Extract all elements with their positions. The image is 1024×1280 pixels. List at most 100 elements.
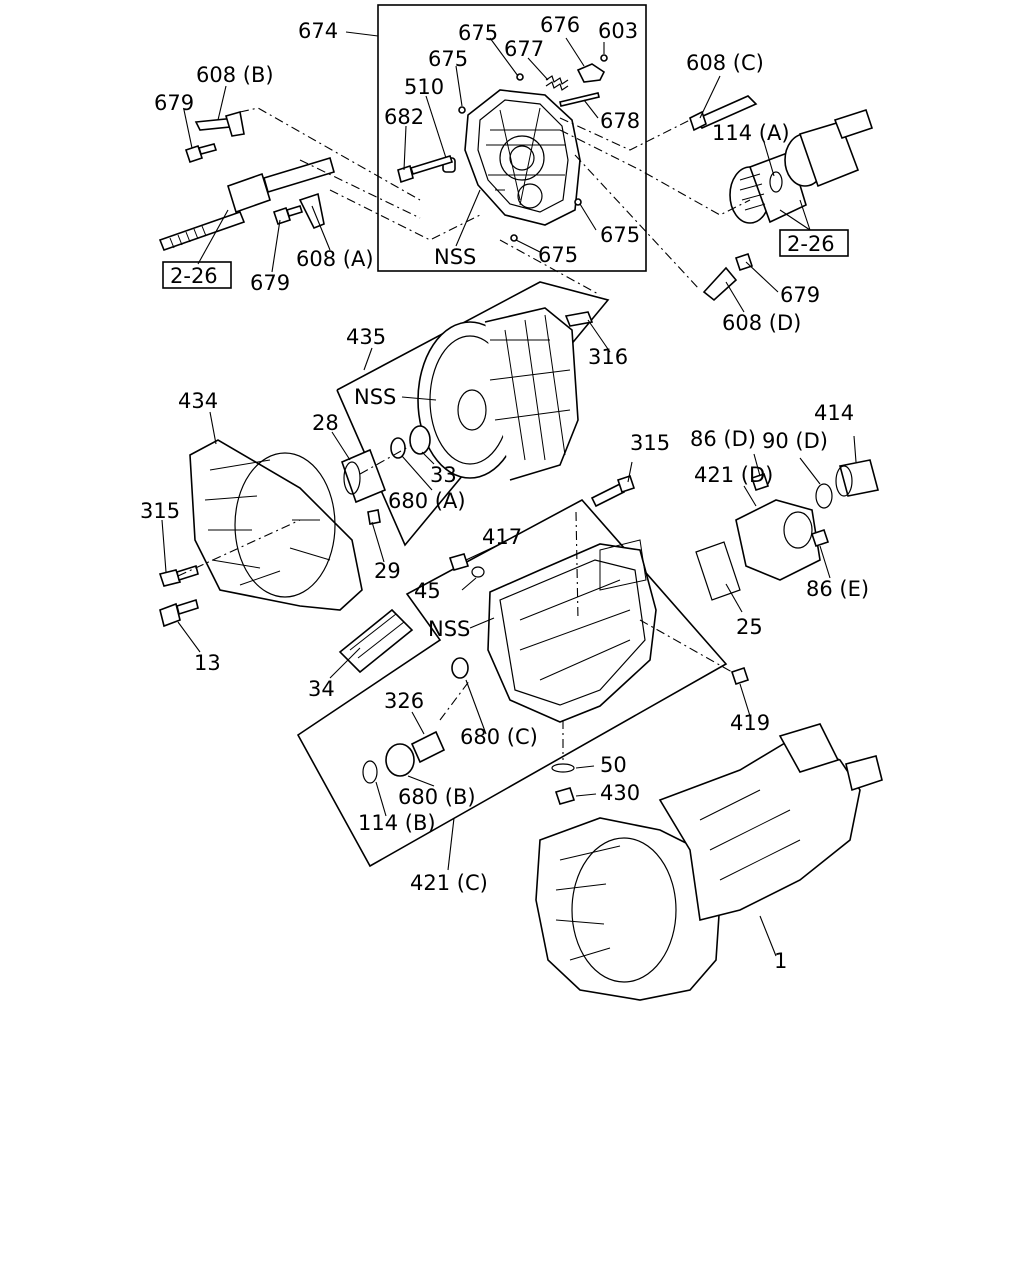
assembly-lines-lower [439,511,733,760]
label-13: 13 [194,651,221,675]
plug-417 [448,553,470,571]
label-414: 414 [814,401,854,425]
cover-34 [338,608,414,674]
label-86e: 86 (E) [806,577,869,601]
transmission-assembly-1 [535,723,883,1001]
label-315-b: 315 [630,431,670,455]
label-34: 34 [308,677,335,701]
label-316: 316 [588,345,628,369]
label-226-a: 2-26 [170,264,218,288]
rod-678 [559,92,600,107]
bearing-680a [390,437,406,459]
label-510: 510 [404,75,444,99]
assembly-lines-mid [177,445,411,577]
adapter-421d [735,499,821,581]
plunger-676 [576,63,606,83]
fork-608a [298,192,325,230]
rear-cover-plate [464,89,581,226]
label-29: 29 [374,559,401,583]
label-608b: 608 (B) [196,63,274,87]
label-326: 326 [384,689,424,713]
bolt-679-c [734,252,754,272]
label-675-b: 675 [428,47,468,71]
label-417: 417 [482,525,522,549]
label-680a: 680 (A) [388,489,466,513]
label-675-c: 675 [600,223,640,247]
ref-box-226-a [162,261,232,289]
bolt-13 [159,598,199,628]
label-435: 435 [346,325,386,349]
spring-677 [545,75,569,91]
bolt-419 [730,666,750,686]
label-677: 677 [504,37,544,61]
label-114a: 114 (A) [712,121,790,145]
intermediate-plate-435 [417,307,579,481]
snapring-114a [769,171,783,193]
label-679-c: 679 [780,283,820,307]
fork-608b [194,110,245,137]
bolt-86e [810,528,830,548]
label-682: 682 [384,105,424,129]
label-28: 28 [312,411,339,435]
plug-430 [554,787,576,805]
bearing-680b [385,743,415,777]
retainer-326 [410,730,446,764]
label-603: 603 [598,19,638,43]
bolt-682 [397,155,454,184]
label-226-b: 2-26 [787,232,835,256]
label-86d: 86 (D) [690,427,756,451]
bolt-679-b [272,205,304,226]
ref-box-226-b [779,229,849,257]
oring-45 [471,566,485,578]
bolt-315-mid [590,474,636,508]
pin-603 [600,54,608,62]
label-315-a: 315 [140,499,180,523]
oring-90d [815,483,833,509]
gasket-25 [695,541,741,601]
mainshaft-left [158,156,335,252]
label-nss-435: NSS [354,385,396,409]
label-680c: 680 (C) [460,725,538,749]
group-674-frame [377,4,647,272]
label-434: 434 [178,389,218,413]
group-421c-frame [296,498,728,868]
label-608d: 608 (D) [722,311,801,335]
label-114b: 114 (B) [358,811,436,835]
magnet-316 [564,311,594,327]
bolt-29 [367,509,381,525]
label-33: 33 [430,463,457,487]
label-1: 1 [774,949,787,973]
label-675-a: 675 [458,21,498,45]
label-421c: 421 (C) [410,871,488,895]
pins-675 [458,73,582,242]
label-608a: 608 (A) [296,247,374,271]
label-45: 45 [414,579,441,603]
clutch-housing-434 [189,439,363,611]
label-675-d: 675 [538,243,578,267]
label-676: 676 [540,13,580,37]
label-421d: 421 (D) [694,463,773,487]
fork-608d [702,266,738,302]
snapring-114b [362,760,378,784]
bolt-315-left [158,564,199,587]
label-430: 430 [600,781,640,805]
leader-lines [161,31,857,957]
label-674: 674 [298,19,338,43]
label-678: 678 [600,109,640,133]
label-nss-top: NSS [434,245,476,269]
gear-assembly-right [729,108,874,224]
label-419: 419 [730,711,770,735]
label-679-b: 679 [250,271,290,295]
assembly-lines-top [239,107,751,296]
label-680b: 680 (B) [398,785,476,809]
label-90d: 90 (D) [762,429,828,453]
extension-housing-nss [487,539,657,723]
fork-608c [689,95,758,132]
label-679-a: 679 [154,91,194,115]
label-50: 50 [600,753,627,777]
label-25: 25 [736,615,763,639]
callout-labels: 674 675 676 603 675 677 510 682 678 675 … [140,13,869,973]
label-nss-mid: NSS [428,617,470,641]
gasket-50 [551,763,575,773]
